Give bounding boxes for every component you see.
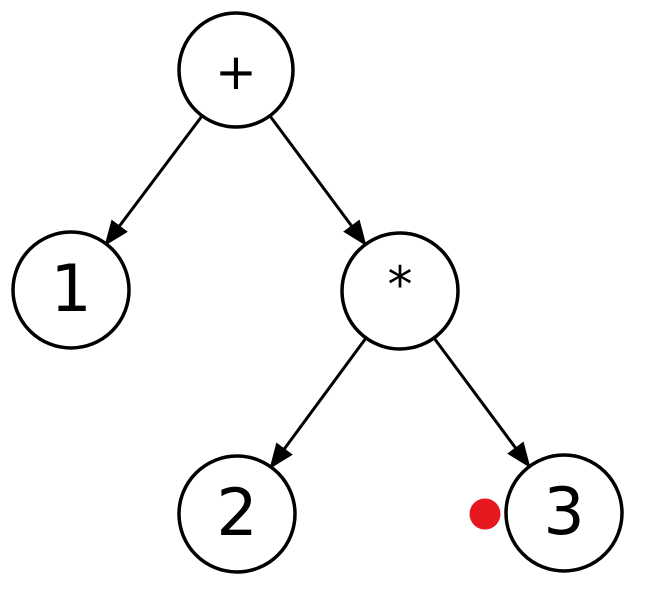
node-circle bbox=[504, 453, 624, 573]
node-circle bbox=[11, 230, 131, 350]
edge-times-to-2 bbox=[269, 337, 368, 470]
node-label-3: 3 bbox=[543, 475, 584, 550]
tree-node-right[interactable]: * bbox=[340, 231, 460, 351]
node-circle bbox=[340, 231, 460, 351]
tree-node-right-right[interactable]: 3 bbox=[504, 453, 624, 573]
node-label-plus: + bbox=[215, 43, 257, 101]
tree-node-right-left[interactable]: 2 bbox=[177, 454, 297, 574]
node-label-times: * bbox=[388, 256, 413, 314]
node-label-1: 1 bbox=[50, 252, 91, 327]
edge-plus-to-1 bbox=[104, 115, 204, 247]
node-label-2: 2 bbox=[216, 476, 257, 551]
node-circle bbox=[177, 454, 297, 574]
node-circle bbox=[177, 11, 295, 129]
tree-node-root[interactable]: + bbox=[177, 11, 295, 129]
edge-plus-to-times bbox=[268, 115, 367, 247]
red-dot-click-indicator bbox=[469, 498, 501, 530]
tree-node-left[interactable]: 1 bbox=[11, 230, 131, 350]
edge-times-to-3 bbox=[432, 337, 531, 469]
